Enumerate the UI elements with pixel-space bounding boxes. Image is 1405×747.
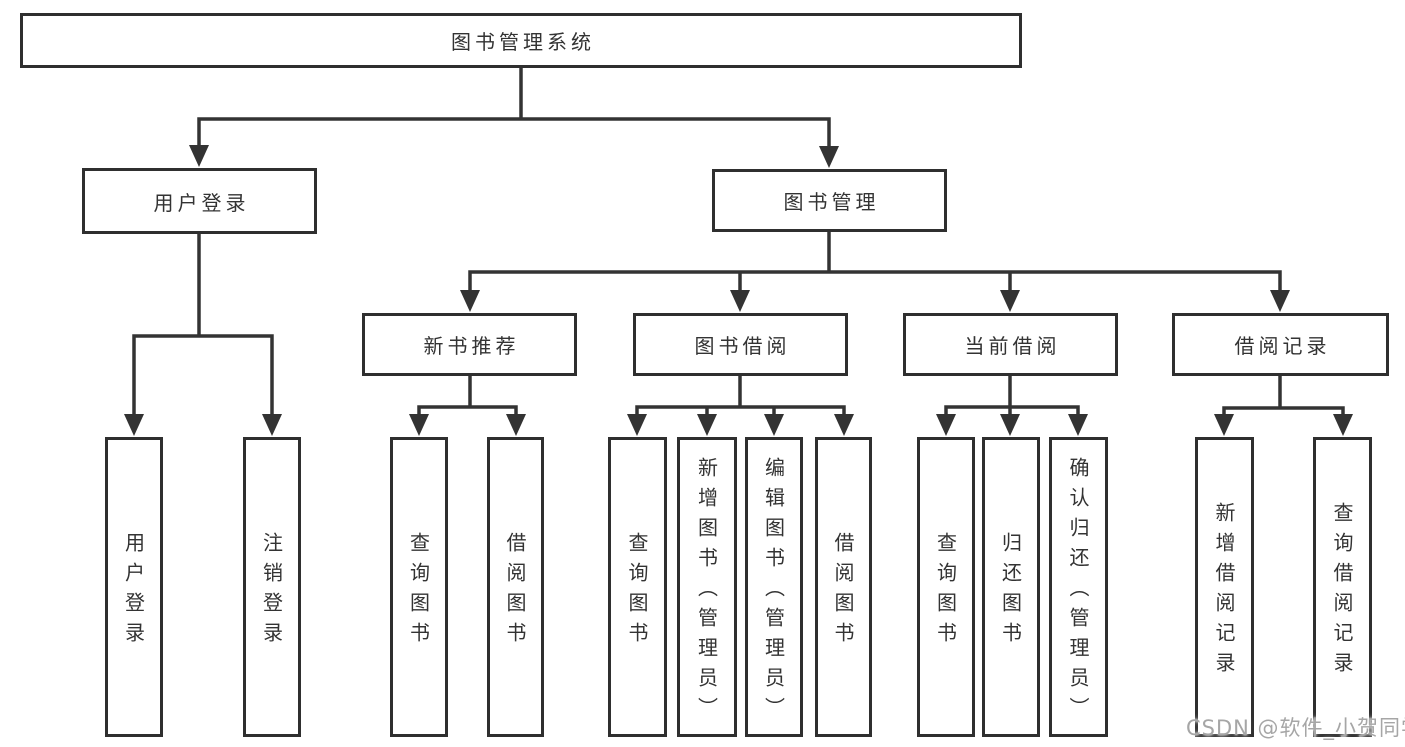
leaf-borrow-add-book-admin: 新增图书（管理员）: [677, 437, 737, 737]
edge-history-split: [1222, 373, 1345, 422]
edge-user-split: [132, 231, 274, 422]
arrowhead-icon: [460, 290, 480, 312]
arrowhead-icon: [834, 414, 854, 436]
arrowhead-icon: [1000, 414, 1020, 436]
edge-current-split: [944, 373, 1080, 422]
arrowhead-icon: [506, 414, 526, 436]
csdn-watermark: CSDN @软件_小贺同学: [1186, 716, 1405, 740]
arrowhead-icon: [1333, 414, 1353, 436]
node-root-system: 图书管理系统: [20, 13, 1022, 68]
arrowhead-icon: [730, 290, 750, 312]
leaf-current-query-book: 查询图书: [917, 437, 975, 737]
arrowhead-icon: [819, 146, 839, 168]
leaf-borrow-query-book: 查询图书: [608, 437, 667, 737]
arrowhead-icon: [1068, 414, 1088, 436]
leaf-user-logout: 注销登录: [243, 437, 301, 737]
node-user-login-branch: 用户登录: [82, 168, 317, 234]
leaf-recommend-query-book: 查询图书: [390, 437, 448, 737]
arrowhead-icon: [627, 414, 647, 436]
arrowhead-icon: [262, 414, 282, 436]
leaf-borrow-edit-book-admin: 编辑图书（管理员）: [745, 437, 803, 737]
leaf-history-add-record: 新增借阅记录: [1195, 437, 1254, 737]
arrowhead-icon: [409, 414, 429, 436]
leaf-user-login: 用户登录: [105, 437, 163, 737]
arrowhead-icon: [764, 414, 784, 436]
leaf-history-query-record: 查询借阅记录: [1313, 437, 1372, 737]
leaf-current-confirm-return-admin: 确认归还（管理员）: [1049, 437, 1108, 737]
arrowhead-icon: [1214, 414, 1234, 436]
leaf-borrow-borrow-book: 借阅图书: [815, 437, 872, 737]
arrowhead-icon: [124, 414, 144, 436]
arrowhead-icon: [1270, 290, 1290, 312]
arrowhead-icon: [1000, 290, 1020, 312]
node-current-borrow: 当前借阅: [903, 313, 1118, 376]
edge-management-split: [468, 229, 1282, 298]
node-book-management-branch: 图书管理: [712, 169, 947, 232]
node-new-book-recommend: 新书推荐: [362, 313, 577, 376]
edge-recommend-split: [417, 373, 518, 422]
edge-root-split: [197, 64, 831, 154]
arrowhead-icon: [936, 414, 956, 436]
node-borrow-record: 借阅记录: [1172, 313, 1389, 376]
arrowhead-icon: [697, 414, 717, 436]
node-book-borrow: 图书借阅: [633, 313, 848, 376]
leaf-recommend-borrow-book: 借阅图书: [487, 437, 544, 737]
edge-borrow-split: [635, 373, 846, 422]
arrowhead-icon: [189, 145, 209, 167]
leaf-current-return-book: 归还图书: [982, 437, 1040, 737]
